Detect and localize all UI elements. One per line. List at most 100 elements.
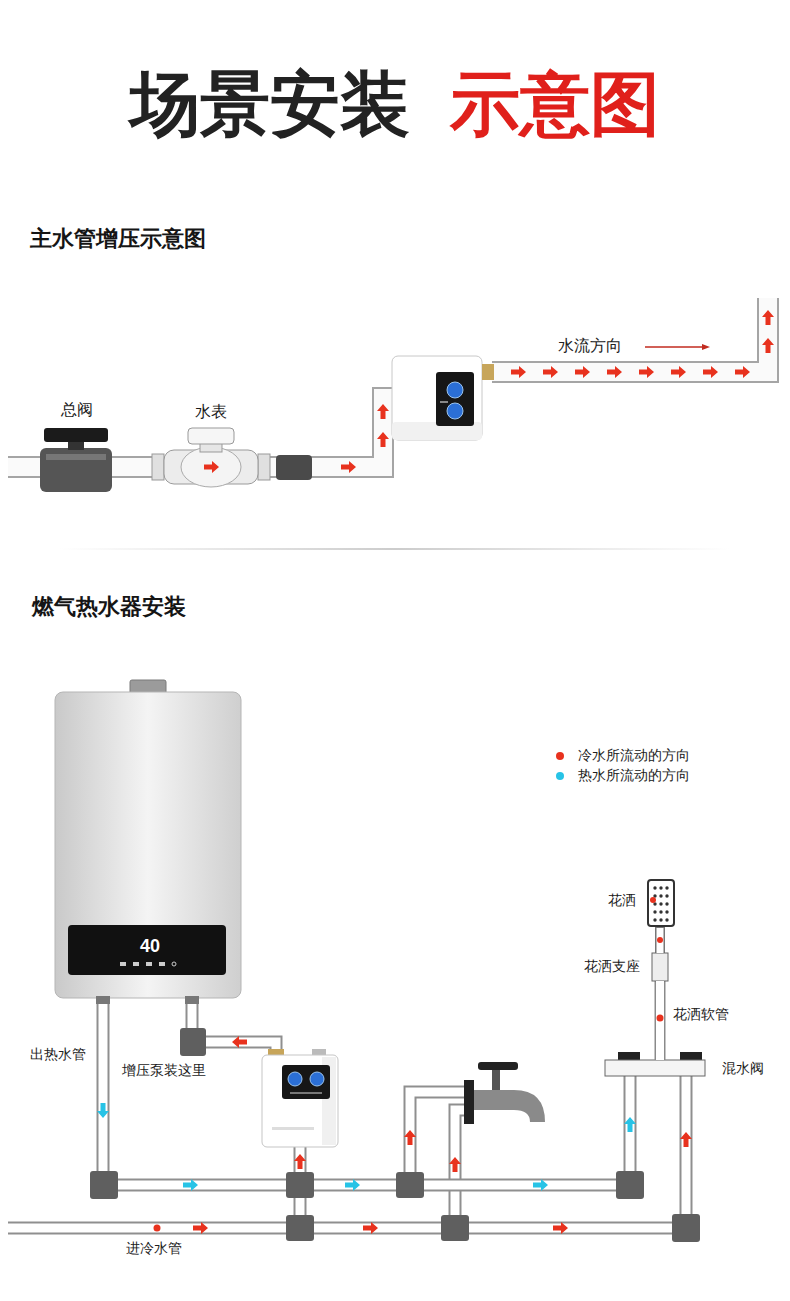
nozzle (659, 886, 662, 889)
tee-fitting (286, 1172, 314, 1198)
section-divider (60, 548, 730, 550)
pipe-label: 花洒软管 (672, 1006, 730, 1023)
nozzle (665, 886, 668, 889)
page-title: 场景安装 (130, 62, 410, 146)
pipe-connector (656, 981, 664, 1060)
cold-inlet-pipe (8, 1224, 672, 1233)
faucet-body (474, 1090, 514, 1110)
section-heading: 燃气热水器安装 (32, 594, 186, 620)
flow-arrow (762, 310, 774, 325)
nozzle (665, 902, 668, 905)
pump-inlet-pipe (310, 398, 394, 467)
elbow-fitting (672, 1214, 700, 1242)
display-icon (146, 962, 152, 966)
nozzle (665, 918, 668, 921)
booster-pump (392, 356, 482, 440)
part-label: 增压泵装这里 (122, 1062, 206, 1079)
panel-mark (440, 401, 448, 403)
water-meter (152, 428, 270, 487)
meter-dome (181, 447, 241, 487)
outlet-pipe (492, 298, 768, 372)
display-icon (172, 962, 176, 966)
cold-flow-arrow (294, 1154, 306, 1169)
legend-swatch (556, 772, 564, 780)
display-icon (120, 962, 126, 966)
nozzle (659, 902, 662, 905)
pump-panel (436, 372, 474, 426)
elbow-fitting (180, 1028, 206, 1056)
faucet-spout (514, 1090, 545, 1122)
heater-inlet (185, 996, 199, 1004)
valve-bar (605, 1060, 705, 1076)
hot-flow-arrow (624, 1117, 636, 1132)
pump-panel (282, 1065, 330, 1099)
part-label: 混水阀 (722, 1060, 764, 1077)
faucet (464, 1062, 545, 1124)
section-heading: 主水管增压示意图 (30, 226, 206, 252)
meter-nut (152, 454, 164, 480)
cold-flow-arrow (680, 1132, 692, 1147)
pump-dial (447, 382, 463, 398)
hot-flow-arrow (183, 1179, 198, 1191)
legend: 冷水所流动的方向热水所流动的方向 (556, 746, 690, 786)
hot-flow-arrow (97, 1103, 109, 1118)
flow-arrow (762, 338, 774, 353)
pump-housing (262, 1055, 338, 1147)
pump-inlet-pipe (310, 398, 394, 467)
cold-flow-arrow (363, 1222, 378, 1234)
flow-arrow (639, 366, 654, 378)
water-heater (55, 692, 241, 998)
part-label: 总阀 (61, 400, 93, 419)
flow-arrow (377, 404, 389, 419)
hot-flow-arrow (345, 1179, 360, 1191)
valve-handle (44, 428, 108, 442)
shower-hose (655, 980, 666, 1060)
flow-arrow (735, 366, 750, 378)
pump-dial (447, 403, 463, 419)
cold-pipe (188, 1004, 197, 1030)
part-label: 水表 (195, 402, 227, 421)
cold-pipe (680, 1076, 693, 1216)
pipe-label: 出热水管 (30, 1046, 86, 1063)
tee-fitting (286, 1215, 314, 1241)
faucet-handle (478, 1062, 518, 1070)
valve-knob (680, 1052, 702, 1060)
hot-pipe (97, 1004, 110, 1172)
labelled-part: 增压泵装这里 (118, 1054, 340, 1149)
legend-text: 冷水所流动的方向 (578, 747, 690, 765)
tee-fitting (441, 1215, 469, 1241)
labelled-part: 水表 (150, 400, 272, 492)
hot-pipe (118, 1179, 618, 1192)
outlet-pipe (492, 298, 768, 372)
meter-nut (258, 454, 270, 480)
display-icon (159, 962, 165, 966)
flow-arrow (341, 461, 356, 473)
pump-housing (392, 356, 482, 440)
valve-knob (618, 1052, 640, 1060)
nozzle (653, 918, 656, 921)
pipe-connector (116, 458, 150, 476)
nozzle (653, 886, 656, 889)
panel-mark (290, 1092, 322, 1094)
title-bar: 场景安装示意图 (0, 62, 790, 146)
legend-text: 热水所流动的方向 (578, 767, 690, 785)
flow-arrow (511, 366, 526, 378)
display-icon (133, 962, 139, 966)
legend-row: 热水所流动的方向 (556, 766, 690, 786)
hot-flow-arrow (533, 1179, 548, 1191)
flow-arrow (703, 366, 718, 378)
flow-arrow (377, 432, 389, 447)
nozzle (659, 894, 662, 897)
part-label: 花洒 (608, 892, 636, 909)
pipe-connector (657, 928, 664, 953)
labelled-part: 混水阀 (603, 1060, 775, 1078)
cold-flow-dot (657, 937, 663, 943)
nozzle (665, 910, 668, 913)
flow-arrow (645, 346, 703, 347)
flow-arrow-head (702, 344, 710, 350)
cold-flow-dot (154, 1225, 161, 1232)
shower-holder (652, 953, 668, 981)
cold-flow-arrow (193, 1222, 208, 1234)
